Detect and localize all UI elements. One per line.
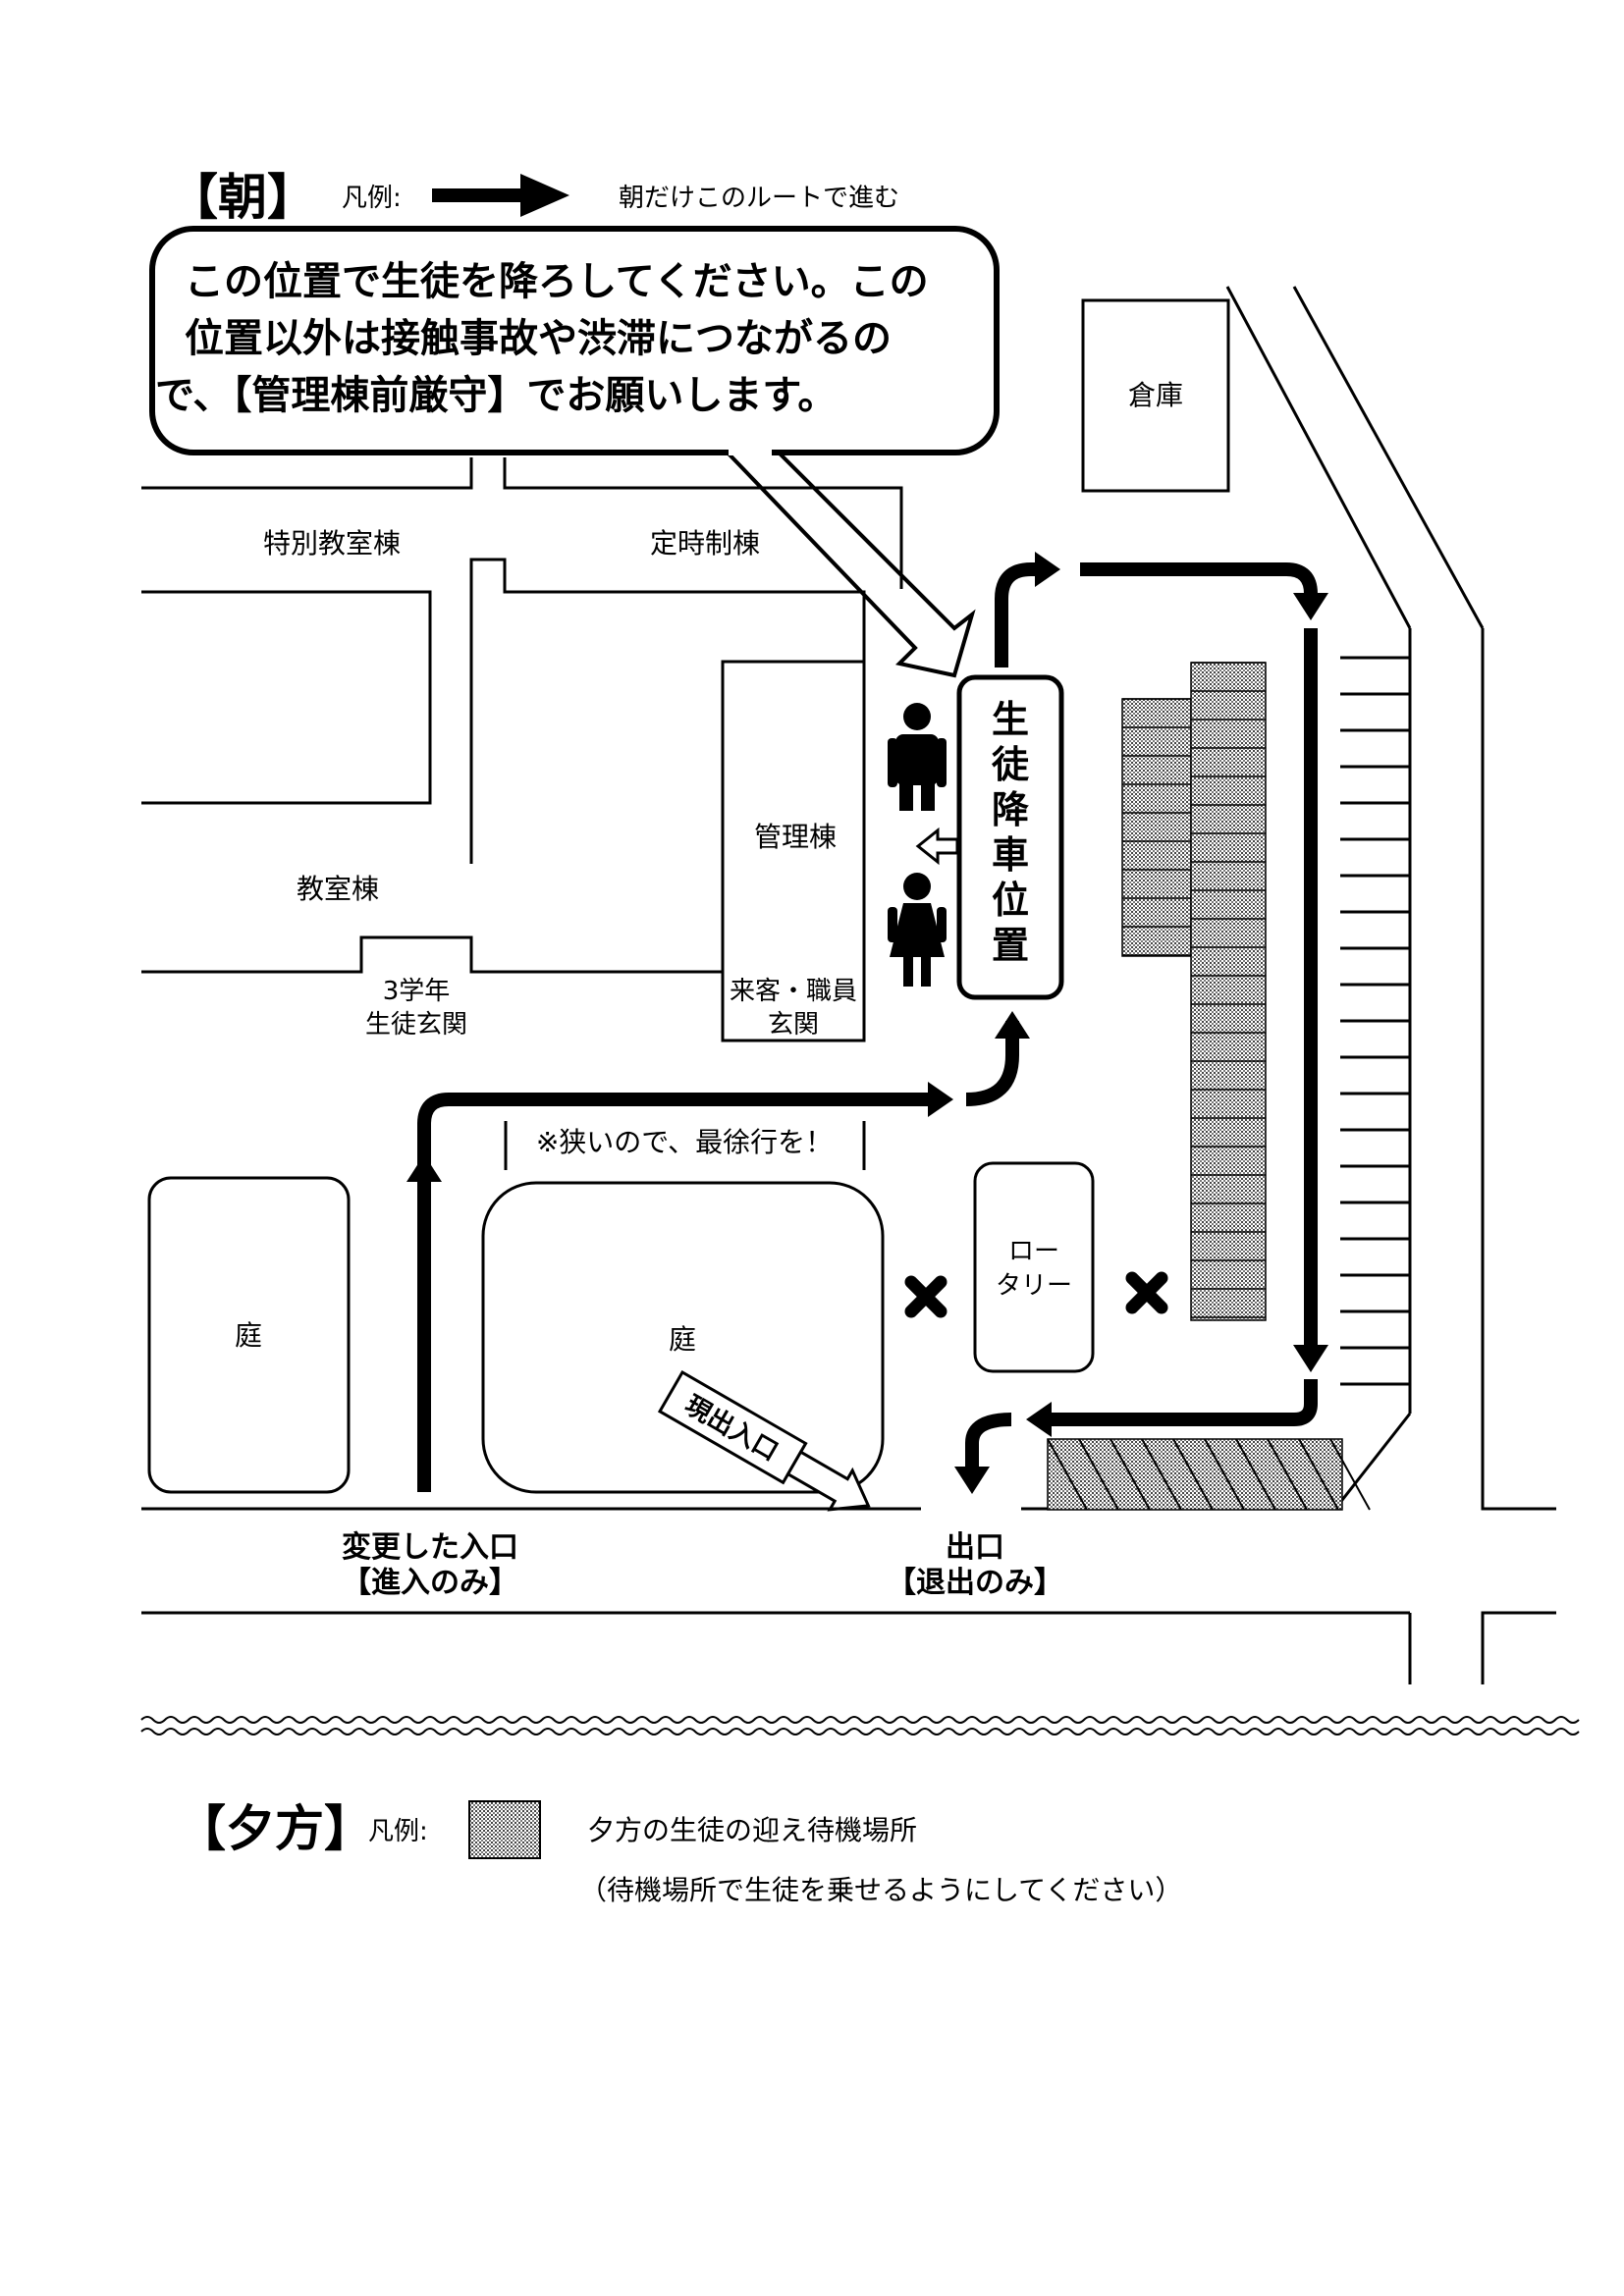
guest-entrance-line-2: 玄関 — [768, 1010, 819, 1040]
dropoff-char-4: 車 — [992, 833, 1029, 877]
admin-label: 管理棟 — [754, 821, 837, 853]
dropoff-char-2: 徒 — [991, 743, 1030, 786]
rotary-line-2: タリー — [996, 1271, 1072, 1301]
garden-left — [147, 1176, 351, 1494]
notice-line-1: この位置で生徒を降ろしてください。この — [185, 259, 929, 304]
new-entry-line-1: 変更した入口 — [342, 1530, 518, 1565]
dropoff-char-3: 降 — [992, 788, 1029, 831]
part-time-label: 定時制棟 — [650, 527, 760, 560]
classroom-label: 教室棟 — [297, 873, 379, 905]
notice-callout — [149, 226, 1000, 678]
no-entry-x-icon-2 — [1125, 1271, 1168, 1314]
route-arrowheads — [406, 552, 1328, 1494]
garden-center — [481, 1181, 885, 1494]
grade3-entrance-line-1: 3学年 — [383, 977, 451, 1006]
exit-line-1: 出口 — [946, 1530, 1004, 1565]
right-stall-lines — [1340, 656, 1410, 1386]
no-entry-x-icon — [904, 1275, 947, 1318]
morning-legend-arrow-icon — [432, 174, 569, 217]
wavy-separator — [140, 1716, 1580, 1724]
narrow-road-lines — [504, 1121, 866, 1170]
dropoff-char-1: 生 — [992, 698, 1029, 741]
dropoff-char-6: 置 — [992, 924, 1029, 967]
notice-line-2: 位置以外は接触事故や渋滞につながるの — [185, 316, 892, 361]
dropoff-box — [956, 674, 1064, 1000]
morning-legend-label: 凡例: — [342, 184, 402, 213]
notice-line-3: で、【管理棟前厳守】でお願いします。 — [155, 373, 837, 418]
morning-title: 【朝】 — [169, 169, 316, 226]
evening-legend-note: （待機場所で生徒を乗せるようにしてください） — [579, 1874, 1182, 1906]
dropoff-char-5: 位 — [992, 879, 1029, 922]
rotary — [973, 1161, 1095, 1373]
exit-line-2: 【退出のみ】 — [887, 1566, 1063, 1600]
evening-legend-label: 凡例: — [368, 1817, 428, 1846]
dropoff-pointer-icon — [915, 827, 959, 866]
narrow-road-note: ※狭いので、最徐行を！ — [536, 1126, 833, 1158]
guest-entrance-line-1: 来客・職員 — [730, 977, 857, 1006]
parking-stall-lines — [1122, 662, 1266, 1318]
wavy-separator-2 — [140, 1728, 1580, 1735]
special-classroom-label: 特別教室棟 — [263, 527, 401, 560]
garden-left-label: 庭 — [235, 1319, 262, 1352]
evening-title: 【夕方】 — [177, 1800, 373, 1857]
building-outlines — [141, 457, 903, 1042]
evening-legend-swatch — [468, 1800, 541, 1859]
bottom-waiting-area — [1047, 1438, 1371, 1511]
diagonal-road — [1225, 286, 1556, 1511]
rotary-line-1: ロー — [1008, 1237, 1059, 1266]
warehouse-building — [1081, 298, 1230, 493]
grade3-entrance-line-2: 生徒玄関 — [365, 1010, 467, 1040]
new-entry-line-2: 【進入のみ】 — [342, 1566, 518, 1600]
warehouse-label: 倉庫 — [1128, 379, 1183, 411]
woman-icon — [888, 873, 947, 987]
garden-center-label: 庭 — [669, 1323, 696, 1356]
parking-shaded-area — [1121, 662, 1267, 1321]
evening-legend-text: 夕方の生徒の迎え待機場所 — [587, 1814, 917, 1846]
street-lines — [141, 1507, 1556, 1684]
morning-legend-text: 朝だけこのルートで進む — [619, 184, 899, 213]
man-icon — [888, 703, 947, 811]
